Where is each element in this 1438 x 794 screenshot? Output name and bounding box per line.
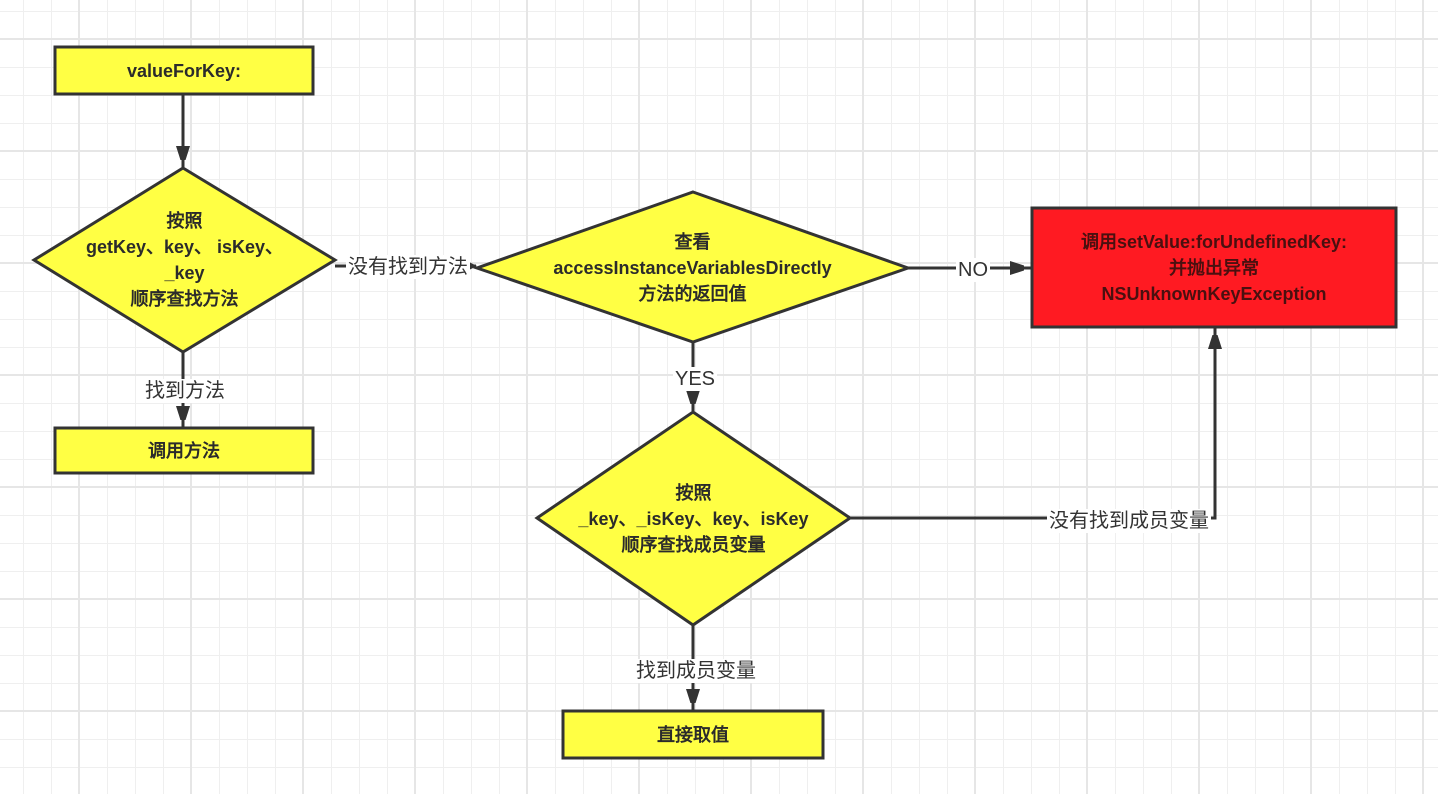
search-methods-diamond — [31, 166, 338, 354]
get-value-label: 直接取值 — [657, 724, 729, 745]
edge-label-method-found: 找到方法 — [143, 379, 227, 403]
call-method-node: 调用方法 — [55, 428, 313, 473]
call-method-node-shape — [53, 426, 315, 475]
search-methods-line-3: _key — [164, 263, 205, 283]
edge-label-ivar-found: 找到成员变量 — [634, 659, 758, 683]
undefined-key-node: 调用setValue:forUndefinedKey: 并抛出异常 NSUnkn… — [1032, 208, 1396, 327]
get-value-node-shape — [561, 709, 825, 760]
check-access-line-3: 方法的返回值 — [638, 284, 747, 304]
get-value-node: 直接取值 — [563, 711, 823, 758]
search-methods-line-1: 按照 — [166, 211, 203, 231]
undefined-key-line-1: 调用setValue:forUndefinedKey: — [1080, 231, 1348, 252]
edge-label-no: NO — [956, 258, 990, 282]
undefined-key-line-2: 并抛出异常 — [1169, 257, 1259, 278]
edge-label-yes: YES — [672, 367, 718, 391]
search-methods-line-2: getKey、key、 isKey、 — [85, 237, 284, 257]
search-methods-line-4: 顺序查找方法 — [130, 289, 239, 309]
check-access-node: 查看 accessInstanceVariablesDirectly 方法的返回… — [477, 192, 908, 344]
start-node-label: valueForKey: — [126, 60, 242, 81]
undefined-key-node-shape — [1030, 206, 1398, 329]
search-ivars-node: 按照 _key、_isKey、key、isKey 顺序查找成员变量 — [537, 412, 850, 625]
start-node-shape — [53, 45, 315, 96]
undefined-key-line-3: NSUnknownKeyException — [1101, 283, 1327, 304]
edge-ivar-not-found — [850, 328, 1215, 520]
search-ivars-line-2: _key、_isKey、key、isKey — [578, 508, 809, 529]
start-node: valueForKey: — [55, 47, 313, 94]
edge-label-ivar-not-found: 没有找到成员变量 — [1047, 509, 1211, 533]
check-access-line-1: 查看 — [674, 232, 711, 252]
check-access-line-2: accessInstanceVariablesDirectly — [553, 258, 832, 278]
edge-label-method-not-found: 没有找到方法 — [346, 255, 470, 279]
search-ivars-diamond — [534, 410, 853, 627]
search-ivars-line-3: 顺序查找成员变量 — [621, 534, 766, 555]
check-access-diamond — [472, 190, 913, 344]
call-method-label: 调用方法 — [148, 440, 220, 461]
search-ivars-line-1: 按照 — [675, 482, 712, 503]
search-methods-node: 按照 getKey、key、 isKey、 _key 顺序查找方法 — [34, 168, 335, 352]
